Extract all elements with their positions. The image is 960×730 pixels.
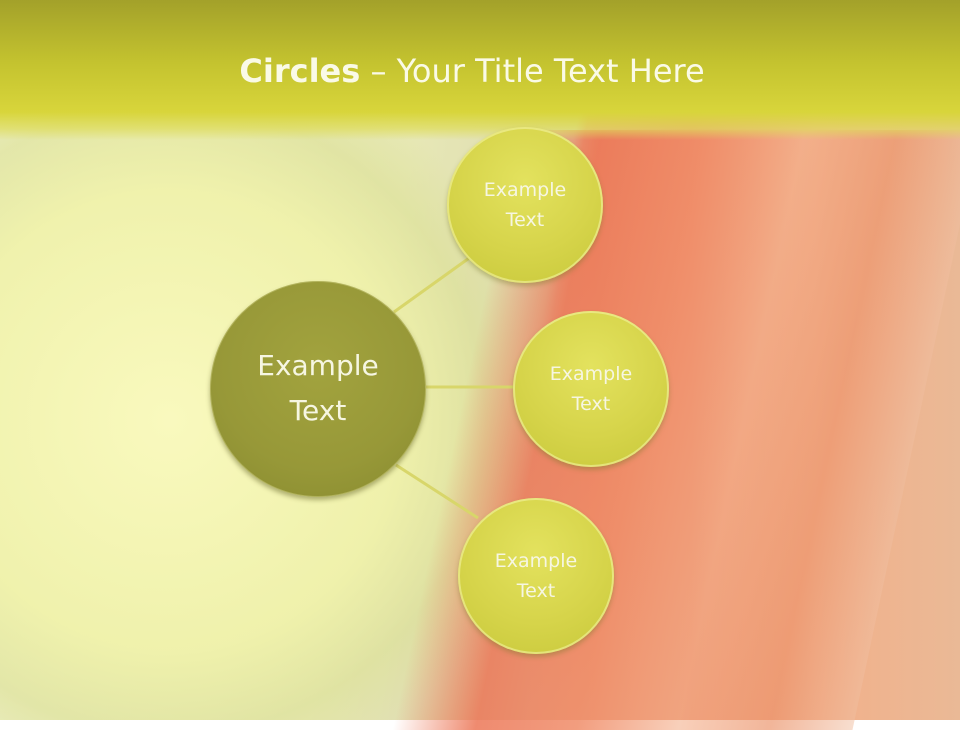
connector-top bbox=[393, 254, 473, 314]
satellite-bottom-label: Example Text bbox=[494, 549, 578, 602]
title-rest: – Your Title Text Here bbox=[360, 52, 705, 90]
satellite-middle-label: Example Text bbox=[549, 362, 633, 415]
satellite-circle-top[interactable]: Example Text bbox=[447, 127, 603, 283]
satellite-circle-middle[interactable]: Example Text bbox=[513, 311, 669, 467]
satellite-top-label: Example Text bbox=[483, 178, 567, 231]
header-band bbox=[0, 0, 960, 140]
center-circle[interactable]: Example Text bbox=[210, 281, 426, 497]
slide-title: Circles – Your Title Text Here bbox=[0, 52, 944, 90]
satellite-circle-bottom[interactable]: Example Text bbox=[458, 498, 614, 654]
title-bold: Circles bbox=[239, 52, 361, 90]
center-circle-label: Example Text bbox=[257, 349, 379, 427]
connector-bottom bbox=[395, 463, 479, 520]
